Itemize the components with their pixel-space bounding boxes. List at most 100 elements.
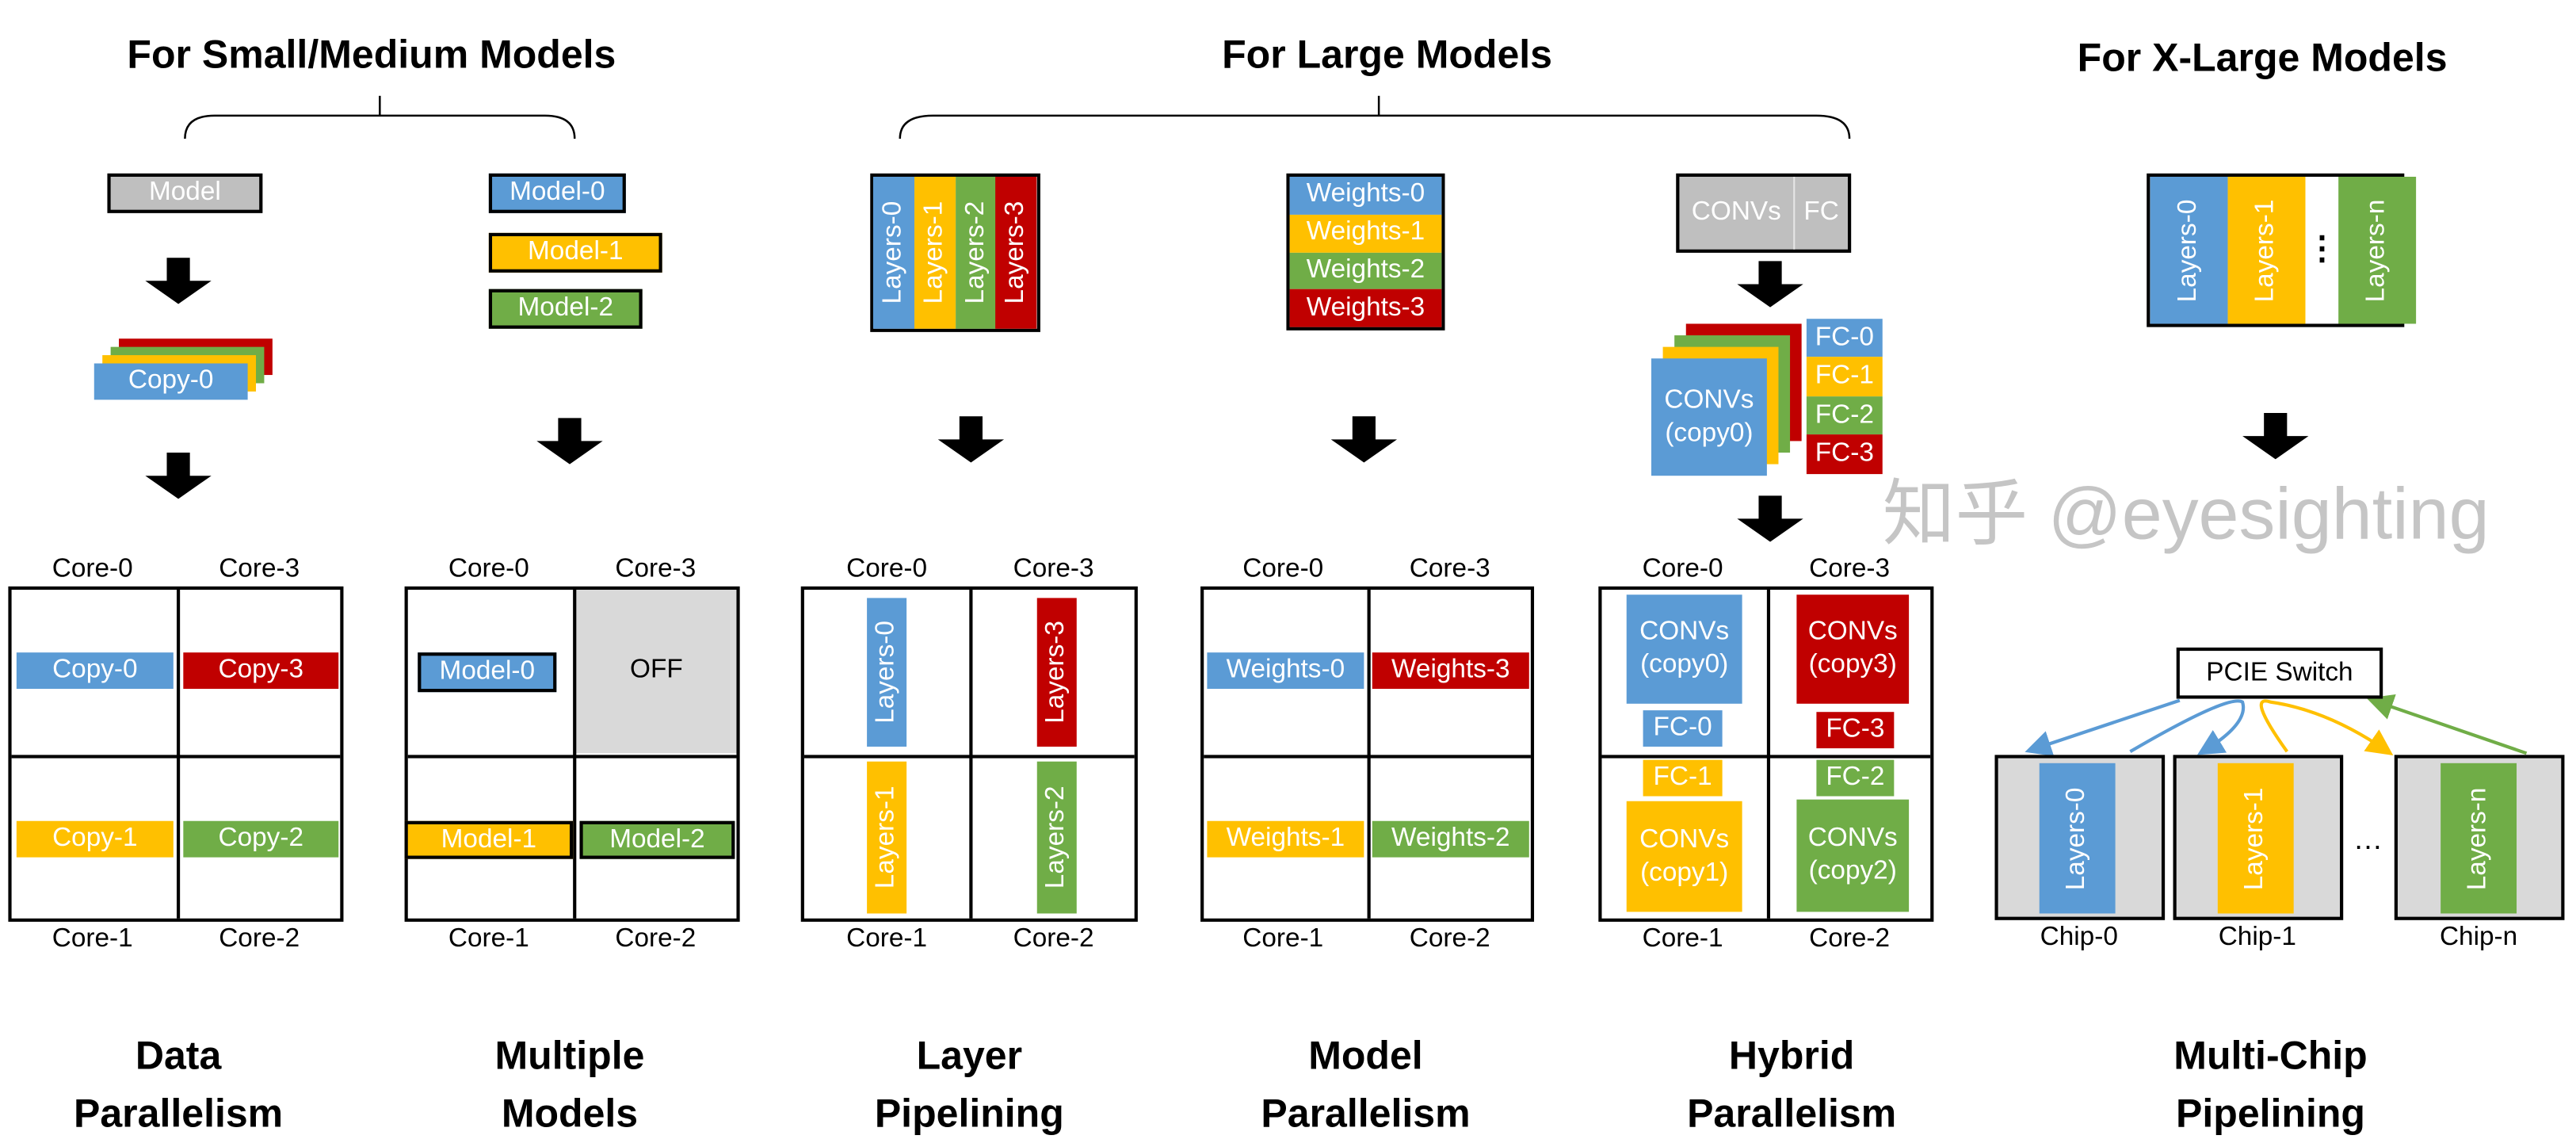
weights-3: Weights-3	[1289, 289, 1442, 327]
chip-label: Chip-1	[2218, 923, 2296, 952]
core-label: Core-3	[219, 555, 300, 583]
weights-2-core: Weights-2	[1372, 820, 1529, 858]
core-label: Core-0	[846, 555, 928, 583]
core-label: Core-0	[1642, 555, 1723, 583]
pcie-switch: PCIE Switch	[2176, 647, 2383, 699]
down-arrow-icon	[145, 453, 212, 499]
core-label: Core-1	[52, 925, 133, 954]
core-label: Core-1	[1642, 925, 1723, 954]
core-label: Core-1	[448, 925, 529, 954]
core-label: Core-2	[1013, 925, 1094, 954]
layers-stack: Layers-0 Layers-1 Layers-2 Layers-3	[870, 173, 1040, 332]
model-0: Model-0	[488, 173, 626, 213]
ellipsis-vertical: ⋮	[2305, 231, 2339, 268]
arrow-switch-chip0	[2025, 698, 2181, 757]
core-label: Core-0	[1242, 555, 1324, 583]
core-label: Core-3	[615, 555, 696, 583]
layers-3-core: Layers-3	[1036, 598, 1077, 747]
layers-0: Layers-0	[873, 176, 915, 329]
core-grid	[1598, 586, 1934, 922]
arrow-chip0-switch-chip1	[2129, 699, 2246, 755]
convs-part: CONVs	[1679, 176, 1796, 250]
model-0-core: Model-0	[418, 652, 557, 693]
fc-3-core: FC-3	[1816, 712, 1895, 749]
fc-1-core: FC-1	[1643, 759, 1723, 797]
model-2-core: Model-2	[579, 820, 735, 859]
core-label: Core-1	[1242, 925, 1324, 954]
core-label: Core-0	[448, 555, 529, 583]
weights-1: Weights-1	[1289, 214, 1442, 252]
layers-1: Layers-1	[2227, 176, 2306, 324]
fc-2: FC-2	[1806, 396, 1883, 435]
header-small-medium: For Small/Medium Models	[127, 32, 616, 78]
layers-2: Layers-2	[955, 176, 997, 329]
chip-ellipsis: …	[2353, 822, 2383, 855]
convs-copy1-core: CONVs (copy1)	[1626, 801, 1742, 912]
core-label: Core-2	[615, 925, 696, 954]
core-grid	[1200, 586, 1535, 922]
fc-0: FC-0	[1806, 319, 1883, 357]
core-label: Core-2	[219, 925, 300, 954]
fc-part: FC	[1803, 198, 1839, 227]
layers-1: Layers-1	[914, 176, 956, 329]
layers-3: Layers-3	[996, 176, 1037, 329]
brace-small-medium	[184, 95, 576, 140]
layers-0: Layers-0	[2150, 176, 2228, 324]
core-label: Core-3	[1409, 555, 1490, 583]
model-1-core: Model-1	[404, 820, 574, 859]
fc-0-core: FC-0	[1643, 710, 1723, 747]
down-arrow-icon	[1330, 416, 1398, 463]
copy-0: Copy-0	[16, 652, 174, 690]
down-arrow-icon	[145, 258, 212, 304]
xlarge-layers-stack: Layers-0 Layers-1 ⋮ Layers-n	[2147, 173, 2417, 327]
core-label: Core-3	[1809, 555, 1891, 583]
layers-0-core: Layers-0	[867, 598, 907, 747]
core-label: Core-0	[52, 555, 133, 583]
copy-3: Copy-3	[183, 652, 339, 690]
copy-2: Copy-2	[183, 820, 339, 858]
convs-copy0-core: CONVs (copy0)	[1626, 594, 1742, 704]
model-1: Model-1	[488, 232, 662, 273]
chip-label: Chip-n	[2439, 923, 2518, 952]
core-label: Core-2	[1409, 925, 1490, 954]
header-large: For Large Models	[1222, 32, 1552, 78]
arrow-chipn-switch	[2366, 694, 2528, 755]
weights-0-core: Weights-0	[1207, 652, 1364, 690]
layers-2-core: Layers-2	[1036, 761, 1077, 914]
core-label: Core-1	[846, 925, 928, 954]
chip-label: Chip-0	[2040, 923, 2118, 952]
fc-1: FC-1	[1806, 357, 1883, 397]
fc-2-core: FC-2	[1816, 759, 1895, 797]
convs-copy3-core: CONVs (copy3)	[1796, 594, 1910, 704]
core-grid	[8, 586, 344, 922]
model-2: Model-2	[488, 289, 643, 329]
weights-0: Weights-0	[1289, 176, 1442, 215]
copy-1: Copy-1	[16, 820, 174, 858]
weights-3-core: Weights-3	[1372, 652, 1529, 690]
copy-stack-top: Copy-0	[93, 363, 248, 400]
arrow-chip1-switch-next	[2259, 699, 2394, 755]
chip-n-layers: Layers-n	[2441, 763, 2517, 914]
down-arrow-icon	[937, 416, 1005, 463]
down-arrow-icon	[536, 418, 603, 464]
core-label: Core-3	[1013, 555, 1094, 583]
weights-2: Weights-2	[1289, 251, 1442, 290]
fc-3: FC-3	[1806, 434, 1883, 475]
convs-stack-top: CONVs (copy0)	[1651, 358, 1767, 476]
header-xlarge: For X-Large Models	[2077, 36, 2448, 82]
core-grid	[800, 586, 1138, 922]
weights-stack: Weights-0 Weights-1 Weights-2 Weights-3	[1286, 173, 1445, 331]
weights-1-core: Weights-1	[1207, 820, 1364, 858]
convs-copy2-core: CONVs (copy2)	[1796, 799, 1910, 912]
chip-1-layers: Layers-1	[2217, 763, 2294, 914]
model-box: Model	[107, 173, 263, 213]
layers-1-core: Layers-1	[867, 761, 907, 914]
